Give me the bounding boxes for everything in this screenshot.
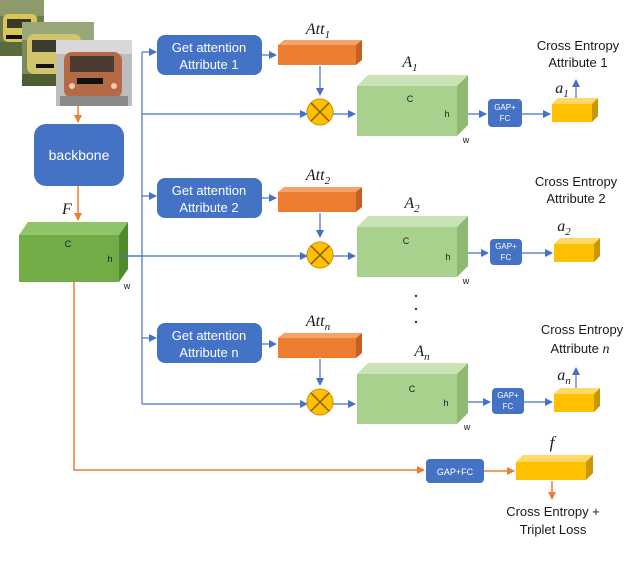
feature-map-cuboid: C h w bbox=[19, 222, 131, 291]
attention-map-cuboid-2: C h w bbox=[357, 216, 470, 286]
svg-text:GAP+: GAP+ bbox=[495, 242, 517, 251]
svg-text:w: w bbox=[462, 276, 470, 286]
svg-text:Attribute n: Attribute n bbox=[179, 345, 238, 360]
feature-dim-w: w bbox=[123, 281, 131, 291]
loss-label-2-line1: Cross Entropy bbox=[535, 174, 618, 189]
output-vector-2 bbox=[554, 238, 600, 262]
branch-1: Get attention Attribute 1 Att1 C h w bbox=[157, 21, 620, 145]
map-label-1: A1 bbox=[401, 54, 417, 74]
svg-text:GAP+: GAP+ bbox=[497, 391, 519, 400]
svg-text:h: h bbox=[444, 109, 449, 119]
global-feature-symbol: f bbox=[550, 433, 557, 452]
attention-map-cuboid-n: C h w bbox=[357, 363, 471, 432]
attention-bar-n bbox=[278, 333, 362, 358]
svg-text:C: C bbox=[409, 384, 416, 394]
multiply-node-n bbox=[306, 388, 334, 416]
svg-text:GAP+FC: GAP+FC bbox=[437, 467, 474, 477]
svg-text:Get attention: Get attention bbox=[172, 328, 246, 343]
svg-text:w: w bbox=[462, 135, 470, 145]
backbone-label: backbone bbox=[49, 147, 110, 163]
gap-fc-box-1: GAP+ FC bbox=[488, 99, 522, 127]
svg-text:C: C bbox=[403, 236, 410, 246]
gap-fc-box-n: GAP+ FC bbox=[492, 388, 524, 414]
loss-label-1-line2: Attribute 1 bbox=[548, 55, 607, 70]
multiply-node-1 bbox=[306, 98, 334, 126]
svg-text:C: C bbox=[407, 94, 414, 104]
attention-label-2: Att2 bbox=[305, 167, 331, 187]
output-vector-n bbox=[554, 388, 600, 412]
map-label-2: A2 bbox=[403, 195, 420, 215]
global-branch-path bbox=[73, 282, 425, 474]
global-feature-vector bbox=[516, 455, 593, 480]
feature-dim-c: C bbox=[65, 239, 72, 249]
output-label-2: a2 bbox=[557, 218, 571, 238]
attention-label-n: Attn bbox=[305, 313, 331, 333]
loss-label-2-line2: Attribute 2 bbox=[546, 191, 605, 206]
svg-text:GAP+: GAP+ bbox=[494, 103, 516, 112]
loss-label-n-line1: Cross Entropy bbox=[541, 322, 624, 337]
svg-text:Get attention: Get attention bbox=[172, 183, 246, 198]
svg-text:Attribute 2: Attribute 2 bbox=[179, 200, 238, 215]
global-loss-line2: Triplet Loss bbox=[520, 522, 587, 537]
svg-text:Attribute 1: Attribute 1 bbox=[179, 57, 238, 72]
svg-text:h: h bbox=[445, 252, 450, 262]
branch-2: Get attention Attribute 2 Att2 C h w bbox=[157, 167, 618, 286]
attention-map-cuboid-1: C h w bbox=[357, 75, 470, 145]
attention-label-1: Att1 bbox=[305, 21, 330, 41]
feature-map-symbol: F bbox=[61, 201, 72, 218]
gap-fc-box-2: GAP+ FC bbox=[490, 239, 522, 265]
svg-text:FC: FC bbox=[500, 114, 511, 123]
backbone-box: backbone bbox=[34, 124, 124, 186]
svg-text:h: h bbox=[443, 398, 448, 408]
attention-bar-2 bbox=[278, 187, 362, 212]
output-label-1: a1 bbox=[555, 80, 569, 100]
get-attention-box-2: Get attention Attribute 2 bbox=[157, 178, 262, 218]
output-label-n: an bbox=[557, 367, 571, 387]
multiply-node-2 bbox=[306, 241, 334, 269]
feature-distribution-lines bbox=[119, 48, 308, 408]
get-attention-box-n: Get attention Attribute n bbox=[157, 323, 262, 363]
output-vector-1 bbox=[552, 98, 598, 122]
vehicle-image-3 bbox=[56, 40, 132, 106]
loss-label-n-line2: Attribute n bbox=[550, 341, 609, 357]
svg-text:w: w bbox=[463, 422, 471, 432]
global-loss-line1: Cross Entropy + bbox=[506, 504, 600, 519]
svg-text:Get attention: Get attention bbox=[172, 40, 246, 55]
input-vehicle-images bbox=[0, 0, 132, 106]
svg-text:FC: FC bbox=[503, 402, 514, 411]
svg-text:FC: FC bbox=[501, 253, 512, 262]
global-branch: GAP+FC f Cross Entropy + Triplet Loss bbox=[426, 433, 600, 537]
branch-n: Get attention Attribute n Attn C h w bbox=[157, 313, 624, 432]
feature-dim-h: h bbox=[107, 254, 112, 264]
get-attention-box-1: Get attention Attribute 1 bbox=[157, 35, 262, 75]
ellipsis-dots bbox=[414, 294, 418, 324]
loss-label-1-line1: Cross Entropy bbox=[537, 38, 620, 53]
map-label-n: An bbox=[413, 343, 430, 363]
gap-fc-global-box: GAP+FC bbox=[426, 459, 484, 483]
attention-bar-1 bbox=[278, 40, 362, 65]
